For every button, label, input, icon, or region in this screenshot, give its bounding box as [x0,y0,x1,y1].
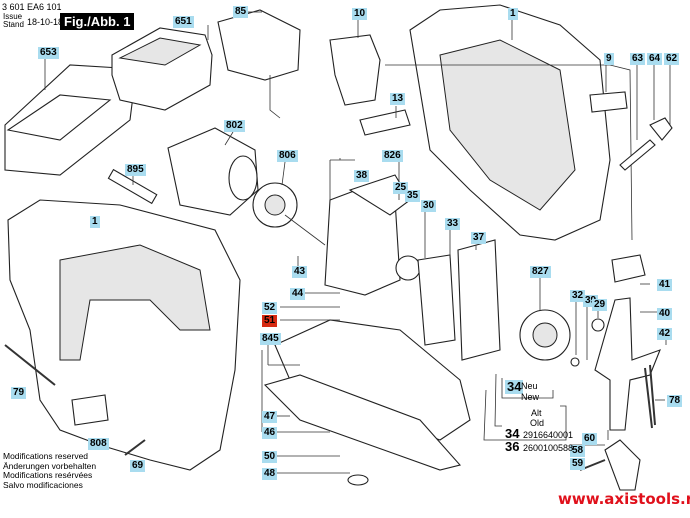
roller-holder-part [604,439,641,491]
replacement-box-lines [483,373,567,441]
callout-79: 79 [11,387,27,399]
gear-wheel-part [519,309,571,361]
battery-part [111,27,213,111]
switch-part [329,34,381,106]
washer-part [395,255,421,281]
note-es: Salvo modificaciones [3,479,83,490]
callout-41: 41 [657,279,673,291]
housing-half-right-part [385,4,633,241]
modification-notes: Modifications reserved Änderungen vorbeh… [3,451,97,490]
guide-plate-part [457,239,501,361]
callout-1-top: 1 [508,8,518,20]
label-part [589,91,628,113]
old-ref-36: 36 [505,439,520,454]
callout-34-new: 34 [505,379,524,394]
old-number-36: 2600100588 [523,443,574,453]
note-de: Änderungen vorbehalten [3,460,97,471]
note-fr: Modifications resérvées [3,470,93,480]
issue-date: 18-10-18 [27,17,64,27]
bearing-part [591,318,605,332]
callout-651: 651 [173,16,194,28]
pin-part [619,139,656,171]
callout-32: 32 [570,290,586,302]
callout-826: 826 [382,150,403,162]
cover-plate-part [359,109,411,136]
new-label-de: Neu [521,381,538,391]
callout-1-left: 1 [90,216,100,228]
callout-69: 69 [130,460,146,472]
callout-845: 845 [260,333,281,345]
housing-half-left-part [7,199,241,471]
callout-35: 35 [405,190,421,202]
callout-30: 30 [421,200,437,212]
callout-44: 44 [290,288,306,300]
callout-33: 33 [445,218,461,230]
callout-51-highlighted: 51 [262,315,278,327]
callout-42: 42 [657,328,673,340]
watermark-url: www.axistools.ru [558,490,690,508]
callout-802: 802 [224,120,245,132]
issue-label: Issue Stand [3,13,24,29]
callout-50: 50 [262,451,278,463]
callout-895: 895 [125,164,146,176]
callout-47: 47 [262,411,278,423]
motor-part [167,127,259,216]
callout-52: 52 [262,302,278,314]
callout-9: 9 [604,53,614,65]
callout-43: 43 [292,266,308,278]
callout-25: 25 [393,182,409,194]
callout-62: 62 [664,53,680,65]
note-en: Modifications reserved [3,451,89,461]
spring-part [649,117,673,141]
issue-label-de: Stand [3,20,24,29]
callout-806: 806 [277,150,298,162]
callout-13: 13 [390,93,406,105]
callout-58: 58 [570,445,586,457]
old-label-en: Old [530,418,545,428]
grease-tube-part [107,168,158,205]
nut-part [347,474,369,486]
switch-holder-part [217,9,301,119]
plate-part [417,254,456,346]
part-number: 3 601 EA6 101 [2,2,62,12]
callout-48: 48 [262,468,278,480]
callout-63: 63 [630,53,646,65]
callout-46: 46 [262,427,278,439]
callout-64: 64 [647,53,663,65]
base-plate-part [263,319,471,471]
callout-37: 37 [471,232,487,244]
old-number-34: 2916640001 [523,430,574,440]
ring-part [570,357,580,367]
callout-78: 78 [667,395,683,407]
callout-10: 10 [352,8,368,20]
callout-653: 653 [38,47,59,59]
old-label-de: Alt [531,408,542,418]
issue-label-en: Issue [3,12,23,21]
callout-827: 827 [530,266,551,278]
old-ref-34: 34 [505,426,520,441]
new-label-en: New [521,392,540,402]
callout-38: 38 [354,170,370,182]
callout-40: 40 [657,308,673,320]
callout-808: 808 [88,438,109,450]
callout-85: 85 [233,6,249,18]
lever-part [594,297,661,431]
callout-59: 59 [570,458,586,470]
callout-60: 60 [582,433,598,445]
label-plate-part [71,394,109,426]
bevel-gear-part [252,182,326,246]
holder-part [611,254,646,283]
callout-29: 29 [592,299,608,311]
figure-label: Fig./Abb. 1 [60,13,135,30]
